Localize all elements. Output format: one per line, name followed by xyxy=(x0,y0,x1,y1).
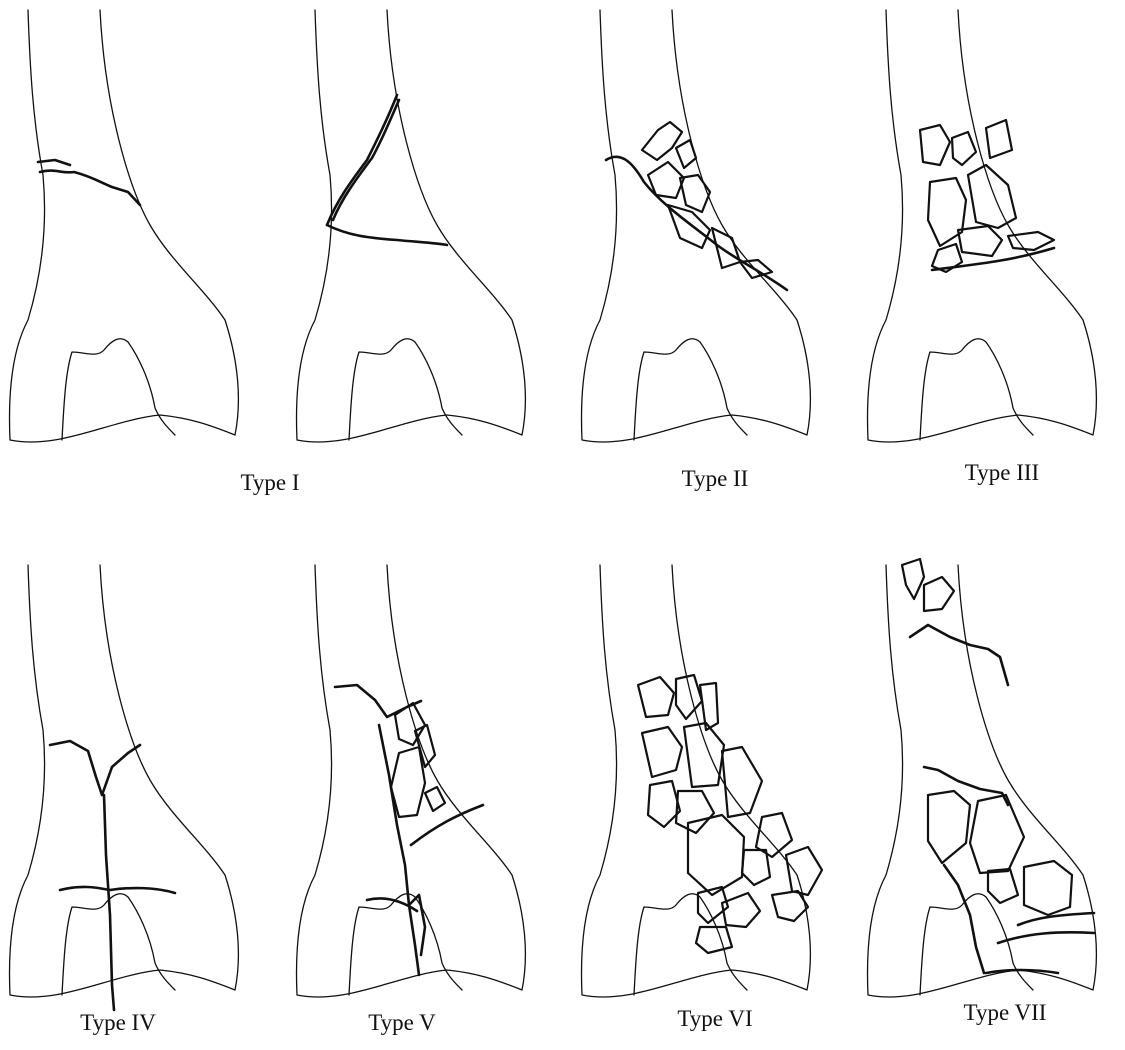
label-type-v: Type V xyxy=(368,1010,436,1035)
panel-type-i-oblique xyxy=(297,10,526,442)
panel-type-i-transverse xyxy=(10,10,239,442)
label-type-iii: Type III xyxy=(965,460,1039,485)
panel-type-vii xyxy=(868,559,1097,997)
label-type-vi: Type VI xyxy=(677,1006,752,1031)
panel-type-vi xyxy=(582,565,822,997)
panel-type-iii xyxy=(868,10,1097,442)
panel-type-v xyxy=(297,565,526,997)
panel-type-ii xyxy=(582,10,811,442)
label-type-i: Type I xyxy=(240,470,299,495)
label-type-iv: Type IV xyxy=(80,1010,156,1035)
panel-type-iv xyxy=(10,565,239,1010)
label-type-ii: Type II xyxy=(682,466,749,491)
label-type-vii: Type VII xyxy=(964,1000,1047,1025)
